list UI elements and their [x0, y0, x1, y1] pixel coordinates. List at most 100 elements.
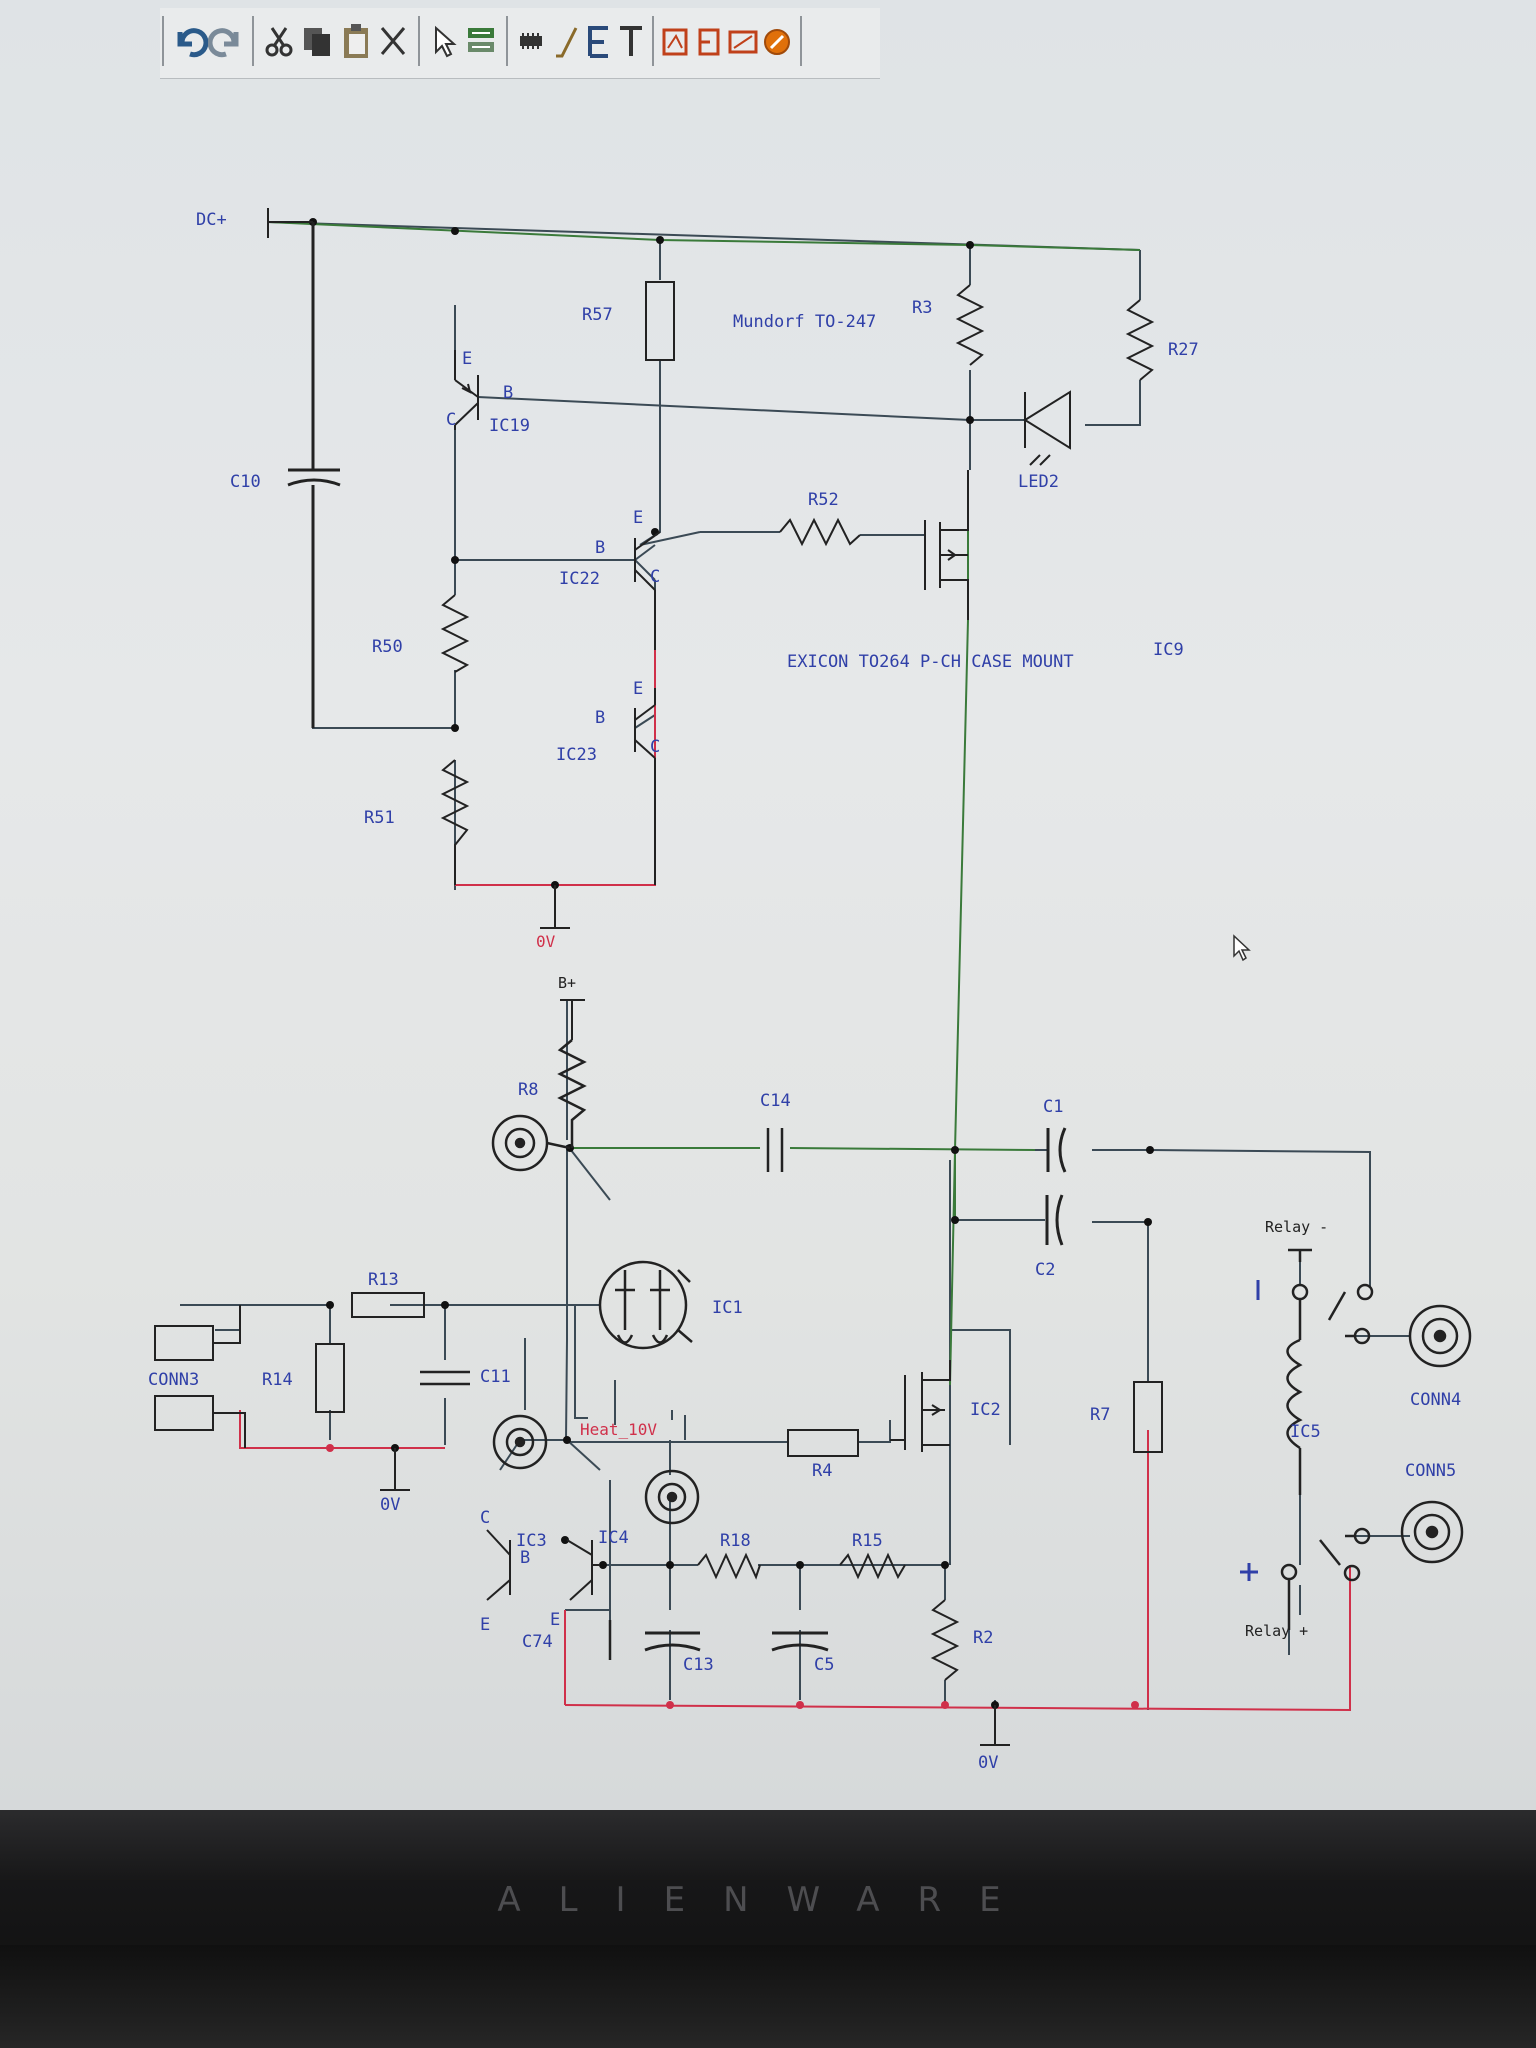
cut-icon[interactable]	[260, 18, 298, 64]
connector-conn4[interactable]	[1408, 1304, 1472, 1368]
resistor-r52[interactable]	[779, 517, 861, 547]
resistor-r13[interactable]	[351, 1292, 425, 1318]
label-c11: C11	[480, 1367, 511, 1387]
label-r7: R7	[1090, 1405, 1110, 1425]
label-ic4: IC4	[598, 1528, 629, 1548]
place-symbol-icon[interactable]	[656, 18, 694, 64]
undo-icon[interactable]	[170, 18, 208, 64]
label-0v-top: 0V	[536, 932, 556, 951]
capacitor-c2[interactable]	[1045, 1194, 1064, 1246]
junction-dots	[309, 218, 1154, 1709]
ground-symbol-left	[380, 1448, 410, 1491]
resistor-r4[interactable]	[787, 1429, 859, 1457]
vacuum-tube-ic1[interactable]	[598, 1260, 693, 1350]
resistor-r15[interactable]	[839, 1552, 906, 1580]
resistor-r8[interactable]	[557, 1039, 587, 1148]
resistor-r18[interactable]	[697, 1552, 761, 1580]
capacitor-c14[interactable]	[766, 1128, 784, 1172]
label-b-plus: B+	[558, 974, 576, 992]
label-c2: C2	[1035, 1260, 1055, 1280]
select-pointer-icon[interactable]	[424, 18, 462, 64]
transistor-ic4[interactable]	[566, 1539, 600, 1601]
resistor-r2[interactable]	[930, 1599, 960, 1681]
label-mundorf: Mundorf TO-247	[733, 312, 876, 332]
mouse-cursor-icon	[1233, 934, 1251, 962]
copy-icon[interactable]	[298, 18, 336, 64]
label-pin-e-ic4: E	[550, 1610, 560, 1630]
capacitor-c5[interactable]	[771, 1631, 829, 1652]
label-pin-c-ic19: C	[446, 410, 456, 430]
wires-red	[239, 650, 1351, 1712]
stop-icon[interactable]	[758, 18, 796, 64]
label-ic3: IC3	[516, 1531, 547, 1551]
schematic-editor-screen: DC+ R57 Mundorf TO-247 R3 R27 E B C IC19…	[0, 0, 1536, 1810]
paste-icon[interactable]	[336, 18, 374, 64]
resistor-r3[interactable]	[955, 284, 985, 366]
transistor-ic3[interactable]	[486, 1529, 511, 1601]
label-r15: R15	[852, 1531, 883, 1551]
label-ic5: IC5	[1290, 1422, 1321, 1442]
wire-icon[interactable]	[548, 18, 586, 64]
mosfet-ic9[interactable]	[924, 470, 969, 620]
transistor-ic19[interactable]	[454, 350, 479, 430]
label-dc-plus: DC+	[196, 210, 227, 230]
wires-green	[267, 221, 1141, 1386]
label-conn5: CONN5	[1405, 1461, 1456, 1481]
label-ic9: IC9	[1153, 640, 1184, 660]
text-icon[interactable]	[612, 18, 650, 64]
place-port-icon[interactable]	[690, 18, 728, 64]
transistor-ic22[interactable]	[634, 531, 661, 650]
bus-icon[interactable]	[580, 18, 618, 64]
label-pin-c-ic22: C	[650, 567, 660, 587]
label-pin-b-ic22: B	[595, 538, 605, 558]
label-r50: R50	[372, 637, 403, 657]
resistor-r51[interactable]	[440, 759, 470, 885]
label-r27: R27	[1168, 340, 1199, 360]
label-r52: R52	[808, 490, 839, 510]
resistor-r7[interactable]	[1133, 1381, 1163, 1453]
label-pin-c-ic3: C	[480, 1508, 490, 1528]
label-pin-e-ic23: E	[633, 679, 643, 699]
ground-symbol-bottom	[980, 1705, 1010, 1746]
label-r18: R18	[720, 1531, 751, 1551]
label-c14: C14	[760, 1091, 791, 1111]
coax-jack-1[interactable]	[491, 1114, 571, 1172]
label-r13: R13	[368, 1270, 399, 1290]
label-relay-minus: Relay -	[1265, 1218, 1328, 1236]
toolbar-separator	[252, 16, 254, 66]
resistor-r57[interactable]	[645, 281, 675, 361]
label-led2: LED2	[1018, 472, 1059, 492]
label-r57: R57	[582, 305, 613, 325]
led-led2[interactable]	[1023, 390, 1071, 466]
schematic-canvas[interactable]: DC+ R57 Mundorf TO-247 R3 R27 E B C IC19…	[0, 0, 1536, 1810]
capacitor-c13[interactable]	[644, 1631, 701, 1652]
resistor-r50[interactable]	[440, 594, 470, 673]
label-heat: Heat_10V	[580, 1420, 657, 1439]
resistor-r14[interactable]	[315, 1343, 345, 1413]
coax-jack-2[interactable]	[492, 1414, 548, 1470]
connector-conn5[interactable]	[1400, 1500, 1464, 1564]
connector-conn3[interactable]	[154, 1305, 246, 1448]
transistor-ic23[interactable]	[634, 688, 656, 885]
capacitor-c11[interactable]	[420, 1370, 470, 1386]
relay-ic5[interactable]	[1280, 1248, 1374, 1630]
capacitor-c10[interactable]	[287, 222, 341, 728]
ic-part-icon[interactable]	[512, 18, 550, 64]
delete-icon[interactable]	[374, 18, 412, 64]
capacitor-c1[interactable]	[1046, 1127, 1067, 1173]
mosfet-ic2[interactable]	[890, 1360, 951, 1452]
label-ic2: IC2	[970, 1400, 1001, 1420]
label-ic22: IC22	[559, 569, 600, 589]
resistor-r27[interactable]	[1125, 299, 1155, 381]
label-r3: R3	[912, 298, 932, 318]
component-library-icon[interactable]	[462, 18, 500, 64]
dc-plus-port[interactable]	[267, 208, 313, 238]
redo-icon[interactable]	[208, 18, 246, 64]
toolbar-separator	[162, 16, 164, 66]
label-r8: R8	[518, 1080, 538, 1100]
label-ic1: IC1	[712, 1298, 743, 1318]
place-box-icon[interactable]	[724, 18, 762, 64]
coax-jack-3[interactable]	[644, 1469, 700, 1525]
label-c74: C74	[522, 1632, 553, 1652]
b-plus-port[interactable]	[560, 999, 585, 1040]
